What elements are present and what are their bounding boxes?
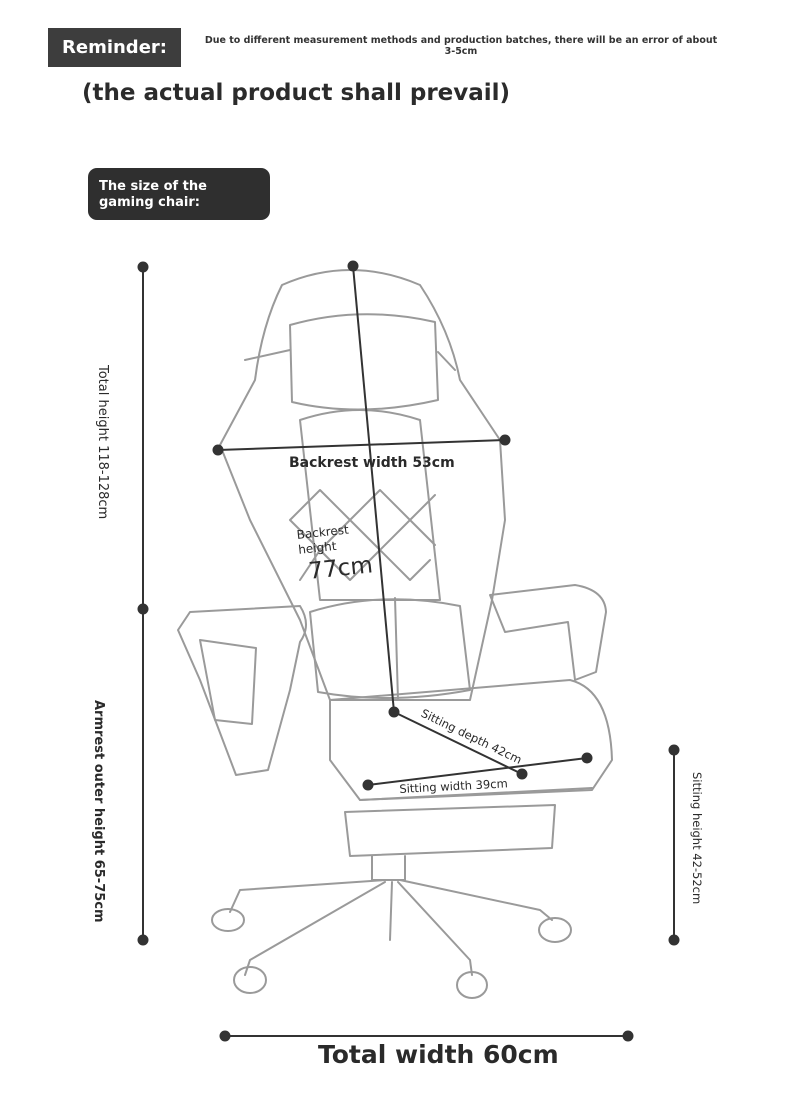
diamond-stitching — [289, 489, 436, 581]
reminder-note: Due to different measurement methods and… — [200, 35, 722, 58]
armrest-height-label: Armrest outer height 65-75cm — [90, 700, 107, 923]
total-width-left-dot — [219, 1030, 231, 1042]
chair-sketch — [177, 269, 613, 999]
reminder-label: Reminder: — [62, 37, 167, 58]
total-width-right-dot — [622, 1030, 634, 1042]
sitting-height-bottom-dot — [668, 934, 680, 946]
size-badge: The size of the gaming chair: — [88, 168, 270, 220]
armrest-height-line1: Armrest outer height — [91, 700, 106, 856]
total-height-label: Total height 118-128cm — [95, 365, 110, 520]
caster — [233, 966, 267, 994]
sitting-height-label: Sitting height 42-52cm — [690, 772, 704, 905]
total-height-top-dot — [137, 261, 149, 273]
sitting-depth-end-dot — [516, 768, 528, 780]
seat-base — [344, 804, 556, 857]
sitting-depth-line — [393, 711, 523, 775]
total-height-bottom-dot — [137, 934, 149, 946]
star-base — [229, 879, 553, 976]
sitting-width-right-dot — [581, 752, 593, 764]
backrest-width-line — [217, 439, 506, 451]
armrest-left — [177, 605, 307, 776]
reminder-note-line1: Due to different measurement methods and… — [204, 35, 718, 46]
armrest-right — [489, 584, 607, 681]
caster — [538, 917, 572, 943]
sitting-width-left-dot — [362, 779, 374, 791]
backrest-inner — [299, 409, 441, 601]
seat-cushion — [329, 679, 613, 801]
backrest-height-top-dot — [347, 260, 359, 272]
caster — [456, 971, 488, 999]
sitting-width-line — [367, 757, 588, 786]
backrest-outline — [219, 269, 506, 701]
dimension-lines — [137, 260, 680, 1042]
armrest-top-dot — [137, 603, 149, 615]
caster — [211, 908, 245, 932]
backrest-width-left-dot — [212, 444, 224, 456]
reminder-badge: Reminder: — [48, 28, 181, 67]
backrest-height-line — [352, 265, 395, 713]
total-width-label: Total width 60cm — [318, 1040, 559, 1069]
backrest-width-right-dot — [499, 434, 511, 446]
backrest-height-label: Backrest height 77cm — [296, 520, 374, 587]
subtitle: (the actual product shall prevail) — [82, 80, 511, 106]
gas-cylinder — [371, 855, 406, 881]
headrest-pillow — [289, 313, 439, 411]
reminder-note-line2: 3-5cm — [444, 45, 478, 57]
size-badge-line2: gaming chair: — [99, 194, 200, 210]
lumbar-pillow — [309, 598, 471, 700]
sitting-height-top-dot — [668, 744, 680, 756]
armrest-height-line2: 65-75cm — [91, 859, 106, 923]
backrest-width-label: Backrest width 53cm — [289, 455, 455, 471]
size-badge-line1: The size of the — [99, 179, 207, 194]
